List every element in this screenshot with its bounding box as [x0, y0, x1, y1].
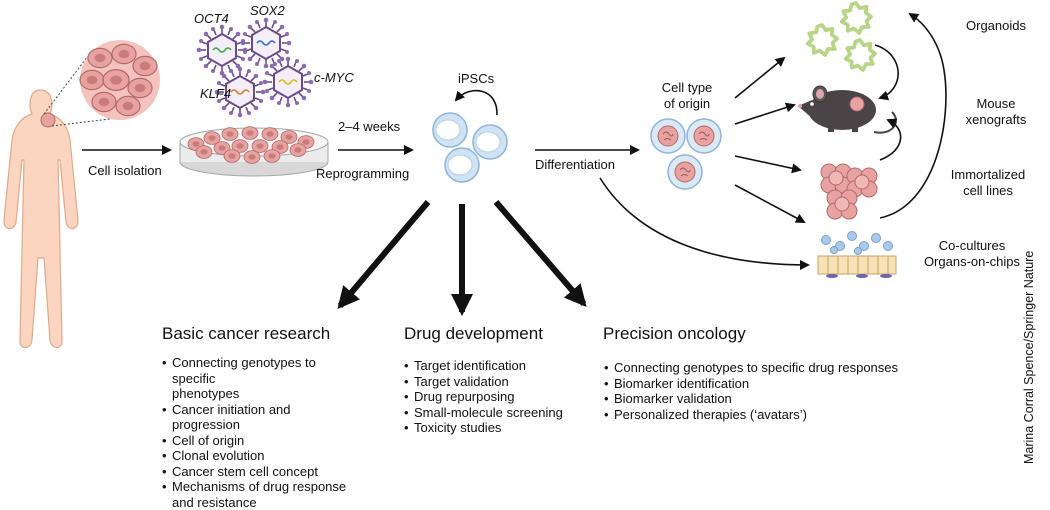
- label-cmyc: c-MYC: [314, 70, 354, 85]
- mouse-xenograft: [798, 85, 897, 134]
- list-item-text: Cancer stem cell concept: [172, 463, 318, 479]
- list-item-text: Drug repurposing: [414, 389, 515, 404]
- list-item: Drug repurposing: [404, 389, 584, 405]
- list-item-text: Connecting genotypes to specific drug re…: [614, 360, 899, 375]
- label-cocultures: Co-cultures Organs-on-chips: [923, 238, 1021, 269]
- list-item-text: Target identification: [414, 358, 527, 373]
- label-cell-type-origin: Cell type of origin: [661, 80, 713, 111]
- virus-cmyc: [261, 55, 315, 109]
- label-mouse-xenografts: Mouse xenografts: [965, 96, 1027, 127]
- list-item: Target validation: [404, 374, 584, 390]
- label-reprogramming: Reprogramming: [316, 166, 410, 181]
- human-figure: [3, 55, 119, 349]
- list-item-text: Mechanisms of drug response and resistan…: [172, 479, 347, 510]
- label-sox2: SOX2: [250, 3, 285, 18]
- organoid-shapes: [805, 1, 877, 72]
- virus-klf4: [213, 65, 267, 119]
- list-item-text: Biomarker identification: [614, 375, 750, 391]
- pipeline-arrows: [82, 12, 947, 270]
- list-item: Cell of origin: [162, 433, 362, 449]
- virus-sox2: [239, 16, 293, 70]
- drug-development-list: Target identification Target validation …: [404, 358, 584, 436]
- list-item-text: Cell of origin: [172, 432, 245, 448]
- label-differentiation: Differentiation: [535, 157, 615, 172]
- co-culture-chip: [817, 231, 897, 278]
- list-item: Cancer stem cell concept: [162, 464, 362, 480]
- application-arrows: [337, 200, 587, 316]
- list-item: Target identification: [404, 358, 584, 374]
- label-immortalized-cell-lines: Immortalized cell lines: [950, 167, 1026, 198]
- list-item: Toxicity studies: [404, 420, 584, 436]
- list-item-text: Clonal evolution: [172, 448, 265, 463]
- origin-cells: [650, 118, 722, 190]
- petri-dish: [179, 126, 329, 177]
- list-item-text: Toxicity studies: [414, 420, 502, 435]
- label-duration: 2–4 weeks: [338, 119, 401, 134]
- list-item: Biomarker identification: [604, 376, 944, 392]
- label-ipscs: iPSCs: [458, 71, 495, 86]
- list-item-text: Cancer initiation and progression: [172, 401, 291, 433]
- section-title-basic-research: Basic cancer research: [162, 324, 331, 343]
- list-item-text: Personalized therapies (‘avatars’): [614, 406, 807, 422]
- section-title-drug-development: Drug development: [404, 324, 543, 343]
- list-item: Small-molecule screening: [404, 405, 584, 421]
- list-item: Mechanisms of drug response and resistan…: [162, 479, 362, 510]
- label-organoids: Organoids: [966, 18, 1026, 33]
- cell-line-clusters: [820, 163, 878, 220]
- list-item-text: Small-molecule screening: [414, 404, 563, 420]
- reprogramming-diagram: [3, 1, 947, 349]
- ipsc-cells: [432, 89, 508, 183]
- label-cell-isolation: Cell isolation: [88, 163, 162, 178]
- list-item: Cancer initiation and progression: [162, 402, 362, 433]
- label-klf4: KLF4: [200, 86, 232, 101]
- list-item: Connecting genotypes to specific phenoty…: [162, 355, 362, 402]
- basic-research-list: Connecting genotypes to specific phenoty…: [162, 355, 362, 510]
- label-oct4: OCT4: [194, 11, 229, 26]
- section-title-precision-oncology: Precision oncology: [603, 324, 746, 343]
- precision-oncology-list: Connecting genotypes to specific drug re…: [604, 360, 944, 422]
- list-item-text: Connecting genotypes to specific phenoty…: [172, 355, 316, 401]
- image-credit: Marina Corral Spence/Springer Nature: [1022, 250, 1036, 464]
- list-item-text: Target validation: [414, 373, 509, 389]
- tumor-cluster: [79, 40, 160, 120]
- virus-oct4: [195, 23, 249, 77]
- list-item-text: Biomarker validation: [614, 391, 732, 406]
- list-item: Connecting genotypes to specific drug re…: [604, 360, 944, 376]
- list-item: Clonal evolution: [162, 448, 362, 464]
- list-item: Biomarker validation: [604, 391, 944, 407]
- list-item: Personalized therapies (‘avatars’): [604, 407, 944, 423]
